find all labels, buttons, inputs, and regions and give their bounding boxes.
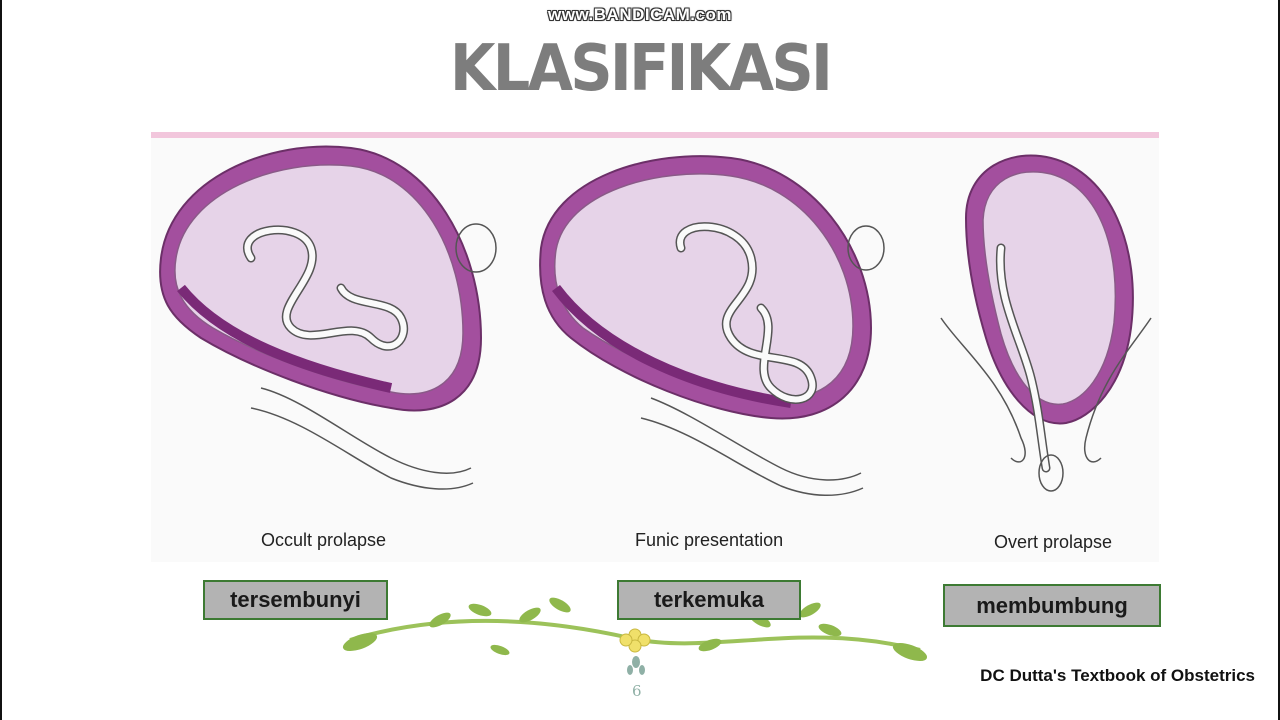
occult-prolapse-illustration	[159, 145, 497, 490]
decorative-vine	[342, 597, 928, 675]
label-tersembunyi: tersembunyi	[203, 580, 388, 620]
overt-prolapse-illustration	[940, 154, 1152, 492]
recorder-watermark: www.BANDICAM.com	[548, 5, 732, 24]
right-border	[1278, 0, 1280, 720]
caption-occult-prolapse: Occult prolapse	[261, 530, 387, 550]
label-terkemuka: terkemuka	[617, 580, 801, 620]
funic-presentation-illustration	[539, 155, 885, 496]
caption-funic-presentation: Funic presentation	[635, 530, 784, 550]
page-number: 6	[632, 682, 642, 700]
caption-overt-prolapse: Overt prolapse	[994, 532, 1113, 552]
slide-title: KLASIFIKASI	[449, 32, 833, 106]
label-membumbung: membumbung	[943, 584, 1161, 627]
cord-prolapse-illustrations	[159, 145, 1152, 496]
cord-prolapse-figure: Occult prolapse Funic presentation Overt…	[151, 132, 1159, 562]
left-border	[0, 0, 2, 720]
source-citation: DC Dutta's Textbook of Obstetrics	[980, 666, 1255, 685]
